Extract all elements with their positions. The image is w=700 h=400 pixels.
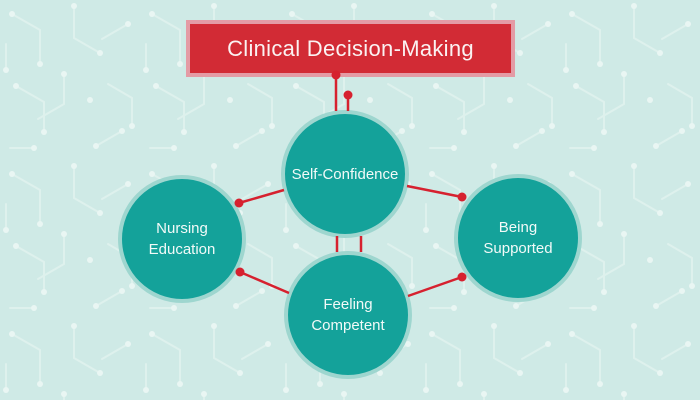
node-being-supported: Being Supported xyxy=(454,174,582,302)
title-banner: Clinical Decision-Making xyxy=(186,20,515,77)
node-nursing-education: Nursing Education xyxy=(118,175,246,303)
node-label: Being Supported xyxy=(483,219,553,257)
node-label: Feeling Competent xyxy=(311,296,385,334)
node-feeling-competent: Feeling Competent xyxy=(284,251,412,379)
node-label: Nursing Education xyxy=(148,220,216,258)
diagram-title: Clinical Decision-Making xyxy=(227,35,474,61)
node-self-confidence: Self-Confidence xyxy=(281,110,409,238)
node-label: Self-Confidence xyxy=(291,165,399,183)
